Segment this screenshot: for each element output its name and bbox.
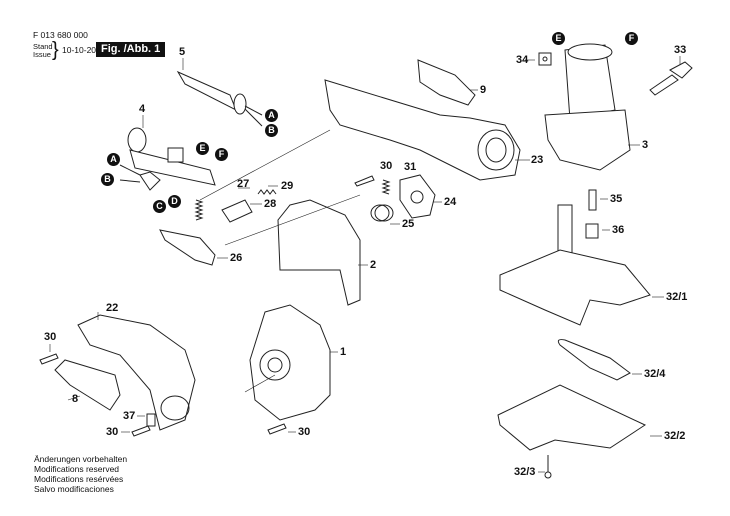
part-30-screw-handle <box>39 353 151 437</box>
part-37-clip <box>146 413 156 427</box>
part-27-spring <box>194 199 204 221</box>
marker-A-cable: A <box>265 109 278 122</box>
marker-B-cable: B <box>265 124 278 137</box>
part-31-spring <box>381 179 391 195</box>
label-part-3: 3 <box>642 139 649 151</box>
label-part-1: 1 <box>340 346 347 358</box>
part-9-cover <box>417 59 476 106</box>
issue-label: Issue <box>33 50 51 59</box>
label-part-32-1: 32/1 <box>666 291 688 303</box>
figure-label: Fig. /Abb. 1 <box>96 42 166 57</box>
label-part-30-upper: 30 <box>380 160 393 172</box>
brace-symbol: } <box>52 39 59 61</box>
notice-line-de: Änderungen vorbehalten <box>34 454 128 464</box>
label-part-34: 34 <box>516 54 529 66</box>
part-28-slider <box>221 199 253 223</box>
label-part-31: 31 <box>404 161 417 173</box>
label-part-26: 26 <box>230 252 243 264</box>
notice-line-es: Salvo modificaciones <box>34 484 114 494</box>
part-2-frame <box>277 199 361 306</box>
label-part-30-bottom: 30 <box>298 426 311 438</box>
label-part-35: 35 <box>610 193 623 205</box>
label-part-37: 37 <box>123 410 136 422</box>
label-part-25: 25 <box>402 218 415 230</box>
part-33-pin <box>649 61 693 96</box>
part-32-2-shoe <box>497 384 647 451</box>
marker-B-board: B <box>101 173 114 186</box>
part-36-sleeve <box>585 223 599 239</box>
part-25-spring <box>370 204 394 222</box>
part-29-spring <box>257 189 277 195</box>
part-3-motor <box>544 43 631 171</box>
label-part-9: 9 <box>480 84 487 96</box>
stand-issue-label: Stand Issue <box>33 43 53 59</box>
label-part-27: 27 <box>237 178 250 190</box>
part-8-grip <box>54 359 121 411</box>
label-part-4: 4 <box>139 103 146 115</box>
label-part-30-left: 30 <box>44 331 57 343</box>
notice-line-fr: Modifications resérvées <box>34 474 124 484</box>
marker-F-motor: F <box>625 32 638 45</box>
label-part-23: 23 <box>531 154 544 166</box>
label-part-36: 36 <box>612 224 625 236</box>
marker-C: C <box>153 200 166 213</box>
part-32-4-wire <box>557 339 631 381</box>
marker-E-board: E <box>196 142 209 155</box>
part-number: F 013 680 000 <box>33 30 88 40</box>
part-22-handle <box>77 314 196 431</box>
label-part-24: 24 <box>444 196 457 208</box>
label-part-5: 5 <box>179 46 186 58</box>
marker-A-board: A <box>107 153 120 166</box>
part-32-3-screw <box>544 455 552 479</box>
label-part-32-2: 32/2 <box>664 430 686 442</box>
label-part-32-3: 32/3 <box>514 466 536 478</box>
label-part-22: 22 <box>106 302 119 314</box>
part-32-1-base <box>499 204 651 326</box>
marker-E-motor: E <box>552 32 565 45</box>
label-part-30-bottom-left: 30 <box>106 426 119 438</box>
part-23-housing <box>324 79 521 181</box>
part-5-cable <box>176 70 263 127</box>
label-part-28: 28 <box>264 198 277 210</box>
part-26-trigger <box>159 229 216 266</box>
part-30-screw-top <box>354 175 375 187</box>
notice-line-en: Modifications reserved <box>34 464 120 474</box>
label-part-29: 29 <box>281 180 294 192</box>
marker-F-board: F <box>215 148 228 161</box>
label-part-33: 33 <box>674 44 687 56</box>
issue-date: 10-10-20 <box>62 45 97 55</box>
part-4-switch-board <box>119 127 216 191</box>
stand-label: Stand <box>33 42 53 51</box>
part-35-pin <box>588 189 597 211</box>
label-part-8: 8 <box>72 393 79 405</box>
part-24-flange <box>399 174 436 219</box>
part-34-plate <box>538 52 552 66</box>
leader-lines <box>49 56 681 473</box>
label-part-32-4: 32/4 <box>644 368 666 380</box>
modifications-notice: Änderungen vorbehalten Modifications res… <box>34 454 127 494</box>
marker-D: D <box>168 195 181 208</box>
label-part-2: 2 <box>370 259 377 271</box>
part-1-fan-housing <box>249 304 331 435</box>
